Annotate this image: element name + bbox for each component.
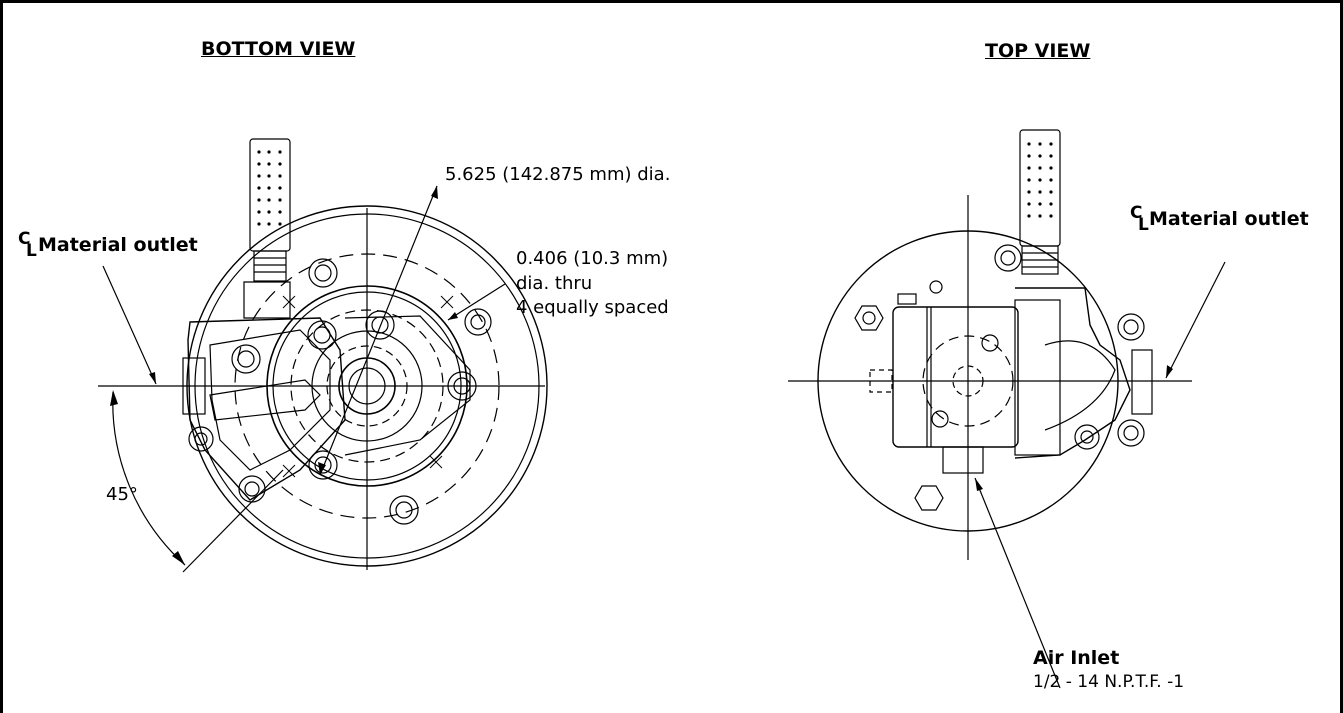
bottom-view-title: BOTTOM VIEW: [201, 38, 356, 60]
outlet-channel: [209, 379, 321, 421]
hole-callout-line1: 0.406 (10.3 mm): [516, 248, 669, 269]
gauge-icon: [929, 280, 943, 294]
outlet-leader-bottom: [102, 265, 157, 385]
bottom-view-drawing: [98, 138, 548, 573]
top-hidden-circle: [922, 335, 1014, 427]
angle-line: [182, 469, 284, 573]
air-inlet-spec: 1/2 - 14 N.P.T.F. -1: [1033, 672, 1185, 692]
hole-callout-line2: dia. thru: [516, 273, 593, 294]
top-outlet-port: [1131, 349, 1153, 415]
centerline-l: L: [26, 241, 37, 261]
hub-core: [348, 367, 386, 405]
bottom-material-outlet-label: Material outlet: [38, 234, 198, 256]
top-view-drawing: [788, 129, 1226, 689]
inner-ring-2: [272, 291, 462, 481]
centerline-c: C: [18, 229, 31, 249]
outlet-port: [182, 357, 206, 415]
top-manifold: [1014, 287, 1131, 459]
hidden-circle: [290, 309, 444, 463]
hub-hidden: [326, 345, 408, 427]
top-side-block: [1014, 299, 1061, 456]
air-inlet-port: [942, 446, 984, 474]
diameter-leader: [319, 185, 438, 476]
manifold-inner: [209, 329, 331, 471]
hole-leader: [447, 283, 506, 321]
hole-callout-line3: 4 equally spaced: [516, 297, 669, 318]
top-material-outlet-label: Material outlet: [1149, 208, 1309, 230]
top-outer-flange: [817, 230, 1119, 532]
top-body: [892, 306, 1019, 448]
centerline-c: C: [1130, 203, 1143, 223]
outer-flange-inner-circle: [194, 213, 540, 559]
center-plate: [344, 315, 471, 456]
bolt-heads: [188, 258, 492, 525]
top-muffler: [1019, 129, 1061, 247]
air-inlet-title: Air Inlet: [1033, 647, 1120, 669]
top-manifold-curve: [1044, 340, 1116, 431]
outlet-leader-top: [1165, 261, 1226, 379]
air-inlet-leader: [974, 477, 1061, 689]
angle-arc: [112, 391, 186, 566]
outer-flange-circle: [186, 205, 548, 567]
centerline-l: L: [1138, 215, 1149, 235]
diameter-callout: 5.625 (142.875 mm) dia.: [445, 164, 671, 185]
top-bolt-heads: [854, 244, 1145, 511]
bottom-centerline-symbol: C L: [18, 229, 198, 269]
bolt-circle-5625: [234, 253, 500, 519]
muffler-body: [243, 281, 291, 319]
angle-label: 45°: [106, 484, 138, 505]
top-view-title: TOP VIEW: [985, 40, 1091, 62]
muffler-thread: [253, 250, 287, 282]
top-centerline-symbol: C L: [1130, 203, 1330, 243]
indicator: [897, 293, 917, 305]
